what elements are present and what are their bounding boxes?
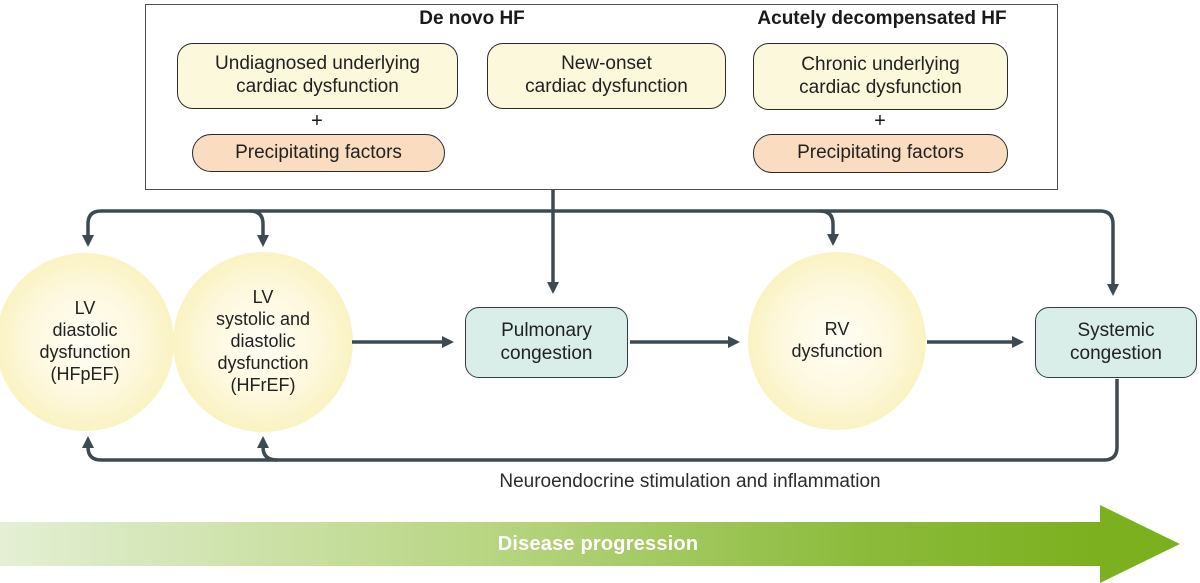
arrow-into-hfpef (82, 209, 102, 247)
arrow-into-rv (819, 209, 839, 246)
disease-progression-label: Disease progression (497, 532, 699, 555)
disease-progression-arrow-head (1100, 505, 1180, 583)
node-pulmonary-congestion: Pulmonary congestion (465, 307, 628, 378)
arrow-into-systemic (1099, 209, 1119, 296)
box-undiagnosed-underlying-cardiac-dysfunction: Undiagnosed underlying cardiac dysfuncti… (177, 43, 458, 109)
node-systemic-congestion: Systemic congestion (1035, 307, 1197, 378)
box-precipitating-factors-decompensated: Precipitating factors (753, 134, 1008, 173)
plus-sign-de-novo: + (311, 110, 323, 132)
de-novo-hf-title: De novo HF (419, 8, 525, 29)
feedback-loop-label: Neuroendocrine stimulation and inflammat… (499, 471, 881, 492)
disease-progression-arrow-bar (0, 522, 1100, 566)
node-lv-diastolic-dysfunction: LV diastolic dysfunction (HFpEF) (0, 253, 174, 431)
node-rv-dysfunction: RV dysfunction (748, 252, 926, 430)
box-precipitating-factors-de-novo: Precipitating factors (192, 134, 445, 172)
arrow-into-hfref (249, 209, 269, 247)
box-new-onset-cardiac-dysfunction: New-onset cardiac dysfunction (487, 43, 726, 109)
node-lv-systolic-diastolic-dysfunction: LV systolic and diastolic dysfunction (H… (173, 252, 353, 432)
plus-sign-decompensated: + (874, 110, 886, 132)
feedback-arrow-to-hfref (257, 436, 278, 462)
box-chronic-underlying-cardiac-dysfunction: Chronic underlying cardiac dysfunction (753, 43, 1008, 110)
acutely-decompensated-hf-title: Acutely decompensated HF (757, 8, 1007, 29)
